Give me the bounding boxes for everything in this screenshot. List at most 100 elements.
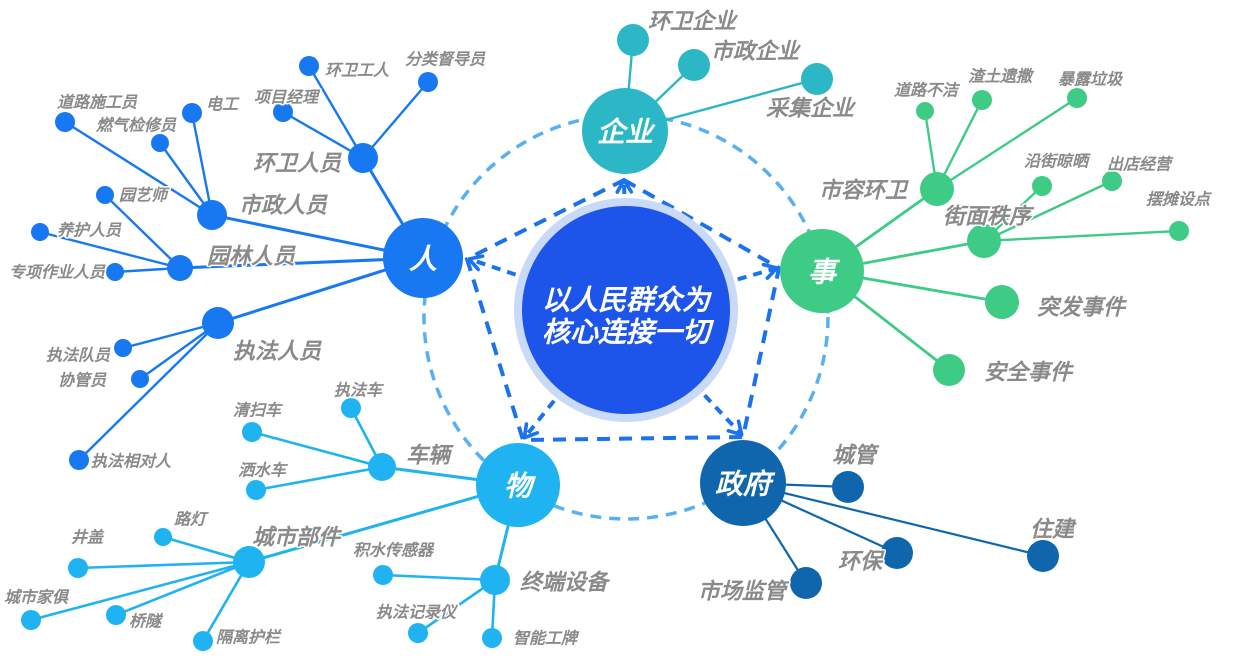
edge-people-hub0-leaf0 — [282, 110, 364, 160]
edge-things-hub1-leaf2 — [30, 560, 250, 622]
hub-label-government-1: 环保 — [838, 549, 885, 574]
hub-government-0 — [832, 471, 864, 503]
leaf-label-people-1-2: 电工 — [206, 96, 240, 114]
leaf-events-0-1 — [972, 90, 992, 110]
edge-people-hub2-leaf0 — [104, 194, 181, 269]
node-label-events: 事 — [808, 257, 841, 288]
leaf-people-0-2 — [418, 72, 438, 92]
leaf-things-0-1 — [246, 480, 266, 500]
hub-things-2 — [480, 565, 510, 595]
leaf-label-events-0-1: 渣土遗撒 — [968, 68, 1035, 86]
leaf-label-things-0-1: 洒水车 — [238, 462, 288, 480]
leaf-people-3-0 — [114, 339, 132, 357]
leaf-events-1-0 — [1032, 176, 1052, 196]
edge-government-hub2 — [742, 481, 1044, 558]
leaf-label-people-3-0: 执法队员 — [46, 347, 111, 365]
leaf-label-things-0-0: 清扫车 — [233, 402, 283, 420]
leaf-events-0-0 — [916, 102, 934, 120]
hub-government-2 — [1027, 540, 1059, 572]
center-arrow-1 — [737, 262, 779, 282]
edge-things-hub0-leaf0 — [251, 430, 383, 469]
hub-enterprise-1 — [678, 49, 710, 81]
leaf-people-1-0 — [55, 112, 75, 132]
leaf-people-3-1 — [131, 370, 149, 388]
leaf-things-1-1 — [68, 558, 88, 578]
center-node — [522, 206, 730, 414]
edge-things-hub0-leaf1 — [255, 465, 383, 492]
leaf-people-0-0 — [273, 102, 293, 122]
edge-people-hub3-leaf2 — [78, 322, 219, 461]
center-arrow-2 — [703, 393, 744, 437]
leaf-people-3-2 — [69, 450, 89, 470]
hub-label-government-3: 市场监管 — [698, 579, 790, 604]
leaf-label-things-2-0: 积水传感器 — [353, 542, 435, 560]
leaf-label-events-1-2: 摆摊设点 — [1146, 191, 1212, 209]
leaf-people-0-1 — [299, 56, 319, 76]
node-enterprise — [582, 88, 668, 174]
node-things — [476, 443, 560, 527]
hub-label-people-0: 环卫人员 — [253, 151, 342, 176]
hub-things-1 — [233, 546, 265, 578]
leaf-things-0-2 — [341, 398, 361, 418]
edge-things-hub1 — [248, 483, 519, 564]
edge-people-hub2-leaf1 — [39, 230, 181, 270]
edge-events-hub1-leaf2 — [983, 229, 1180, 243]
leaf-people-2-2 — [106, 263, 124, 281]
leaf-people-2-0 — [96, 186, 114, 204]
leaf-things-1-3 — [106, 605, 126, 625]
edge-people-hub1-leaf0 — [64, 120, 213, 217]
leaf-label-events-0-2: 暴露垃圾 — [1058, 71, 1124, 89]
edge-people-hub1-leaf2 — [190, 112, 214, 216]
hub-events-2 — [985, 285, 1019, 319]
leaf-things-2-0 — [373, 565, 393, 585]
node-events — [780, 229, 864, 313]
hub-events-1 — [967, 224, 1001, 258]
hub-label-government-2: 住建 — [1030, 517, 1077, 542]
hub-things-0 — [368, 453, 396, 481]
hub-label-things-2: 终端设备 — [520, 570, 611, 595]
leaf-label-people-0-2: 分类督导员 — [405, 51, 486, 69]
hub-people-1 — [197, 200, 227, 230]
node-label-government: 政府 — [715, 469, 776, 500]
leaf-label-people-3-2: 执法相对人 — [91, 453, 172, 471]
edge-things-hub2-leaf0 — [382, 573, 496, 582]
edge-people-hub3-leaf0 — [122, 321, 219, 350]
edge-people-hub0-leaf1 — [307, 65, 365, 159]
leaf-label-things-1-4: 隔离护栏 — [216, 629, 282, 647]
edge-things-hub1-leaf3 — [115, 560, 250, 617]
hub-label-events-0: 市容环卫 — [819, 178, 909, 203]
hub-people-0 — [348, 143, 378, 173]
hub-label-enterprise-1: 市政企业 — [711, 39, 802, 64]
leaf-label-people-3-1: 协管员 — [58, 372, 107, 390]
edge-people-hub2 — [179, 256, 424, 270]
leaf-label-events-0-0: 道路不洁 — [894, 82, 961, 100]
hub-label-things-1: 城市部件 — [252, 525, 343, 550]
node-label-people: 人 — [409, 244, 437, 275]
hub-government-3 — [790, 567, 822, 599]
center-node-label-line2: 核心连接一切 — [542, 317, 715, 348]
hub-label-government-0: 城管 — [832, 443, 880, 468]
hub-people-3 — [202, 307, 234, 339]
leaf-events-1-2 — [1169, 221, 1189, 241]
hub-label-enterprise-0: 环卫企业 — [648, 9, 739, 34]
leaf-things-1-4 — [193, 631, 213, 651]
hub-enterprise-0 — [617, 24, 649, 56]
leaf-label-events-1-0: 沿街晾晒 — [1024, 153, 1091, 171]
edge-people-hub3-leaf1 — [139, 322, 219, 380]
node-government — [700, 440, 786, 526]
hub-people-2 — [167, 255, 193, 281]
center-node-label-line1: 以人民群众为 — [542, 285, 713, 316]
leaf-label-things-1-3: 桥隧 — [129, 613, 164, 631]
leaf-label-things-0-2: 执法车 — [334, 382, 384, 400]
leaf-events-1-1 — [1102, 171, 1122, 191]
hub-events-0 — [920, 172, 954, 206]
leaf-label-things-1-2: 城市家俱 — [4, 589, 70, 607]
leaf-label-people-0-0: 项目经理 — [254, 89, 321, 107]
leaf-people-1-2 — [182, 103, 202, 123]
leaf-people-2-1 — [31, 223, 49, 241]
leaf-label-events-1-1: 出店经营 — [1107, 156, 1174, 174]
hub-government-1 — [881, 537, 913, 569]
edge-events-hub0-leaf2 — [936, 96, 1078, 191]
hub-events-3 — [933, 354, 965, 386]
hub-label-people-1: 市政人员 — [239, 193, 328, 218]
